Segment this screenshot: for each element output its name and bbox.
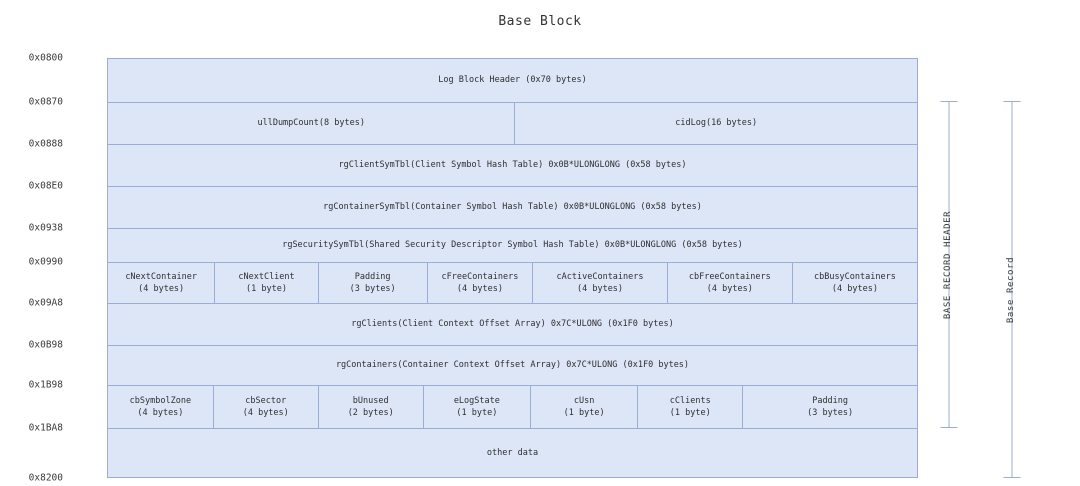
layout-row-dumpcount-cidlog: ullDumpCount(8 bytes) cidLog(16 bytes): [107, 102, 918, 144]
offset-label: 0x0888: [28, 138, 63, 150]
page-title: Base Block: [498, 14, 582, 29]
field-name: rgContainerSymTbl(Container Symbol Hash …: [323, 202, 702, 213]
offset-label: 0x0870: [28, 96, 63, 108]
field-size: (3 bytes): [807, 408, 854, 418]
layout-row-client-sym-tbl: rgClientSymTbl(Client Symbol Hash Table)…: [107, 144, 918, 186]
field-name: cNextContainer: [125, 271, 197, 282]
field-name: eLogState: [453, 395, 500, 406]
offset-label: 0x09A8: [28, 297, 63, 309]
layout-row-container-sym-tbl: rgContainerSymTbl(Container Symbol Hash …: [107, 186, 918, 228]
field-name: cActiveContainers: [556, 271, 644, 282]
offset-label: 0x0938: [28, 222, 63, 234]
field-cell: rgContainerSymTbl(Container Symbol Hash …: [108, 187, 917, 228]
field-cell: cNextClient (1 byte): [214, 263, 317, 303]
field-name: ullDumpCount(8 bytes): [257, 118, 365, 129]
offset-label: 0x0800: [28, 52, 63, 64]
field-cell: Log Block Header (0x70 bytes): [108, 59, 917, 102]
bracket-label: BASE RECORD HEADER: [943, 210, 954, 319]
field-cell: cClients (1 byte): [637, 386, 742, 428]
field-size: (3 bytes): [349, 284, 396, 294]
bracket-tick-top: [1003, 101, 1020, 102]
field-cell: cActiveContainers (4 bytes): [532, 263, 666, 303]
field-size: (2 bytes): [347, 408, 394, 418]
field-cell: cNextContainer (4 bytes): [108, 263, 214, 303]
bracket-base-record-header: [940, 101, 957, 428]
field-name: bUnused: [352, 395, 389, 406]
offset-label: 0x1B98: [28, 379, 63, 391]
layout-row-state-row: cbSymbolZone (4 bytes) cbSector (4 bytes) bU…: [107, 385, 918, 428]
field-cell: other data: [108, 429, 917, 477]
field-size: (4 bytes): [456, 284, 503, 294]
field-name: cUsn: [573, 395, 595, 406]
field-name: rgClients(Client Context Offset Array) 0…: [351, 319, 674, 330]
layout-row-rg-containers: rgContainers(Container Context Offset Ar…: [107, 345, 918, 385]
field-cell: cbSymbolZone (4 bytes): [108, 386, 213, 428]
field-name: Padding: [354, 271, 391, 282]
field-name: cbBusyContainers: [813, 271, 896, 282]
memory-layout-block: Log Block Header (0x70 bytes) ullDumpCoun…: [107, 58, 918, 478]
field-name: cNextClient: [238, 271, 295, 282]
field-name: cbSector: [245, 395, 287, 406]
field-size: (1 byte): [669, 408, 711, 418]
offset-label: 0x08E0: [28, 180, 63, 192]
field-size: (1 byte): [456, 408, 498, 418]
field-cell: rgClientSymTbl(Client Symbol Hash Table)…: [108, 145, 917, 186]
field-cell: ullDumpCount(8 bytes): [108, 103, 514, 144]
offset-label: 0x0B98: [28, 339, 63, 351]
bracket-tick-top: [940, 101, 957, 102]
field-name: cFreeContainers: [441, 271, 519, 282]
field-name: Padding: [812, 395, 849, 406]
layout-row-other-data: other data: [107, 428, 918, 478]
field-cell: eLogState (1 byte): [422, 386, 530, 428]
field-cell: cbBusyContainers (4 bytes): [791, 263, 917, 303]
bracket-tick-bottom: [1003, 477, 1020, 478]
layout-row-rg-clients: rgClients(Client Context Offset Array) 0…: [107, 303, 918, 345]
offset-label: 0x8200: [28, 472, 63, 484]
field-name: rgClientSymTbl(Client Symbol Hash Table)…: [338, 160, 687, 171]
bracket-label: Base Record: [1006, 256, 1017, 323]
layout-row-counters-row: cNextContainer (4 bytes) cNextClient (1 byt…: [107, 262, 918, 303]
bracket-base-record: [1003, 101, 1020, 478]
offset-ruler: 0x0800 0x0870 0x0888 0x08E0 0x0938 0x0990 0x09…: [0, 0, 107, 486]
field-cell: Padding (3 bytes): [742, 386, 917, 428]
field-size: (1 byte): [563, 408, 605, 418]
field-size: (1 byte): [246, 284, 287, 294]
field-cell: cUsn (1 byte): [530, 386, 637, 428]
field-name: other data: [486, 447, 539, 458]
bracket-tick-bottom: [940, 427, 957, 428]
field-name: cidLog(16 bytes): [675, 118, 758, 129]
field-cell: rgClients(Client Context Offset Array) 0…: [108, 304, 917, 345]
layout-row-log-block-header: Log Block Header (0x70 bytes): [107, 58, 918, 102]
field-cell: Padding (3 bytes): [317, 263, 427, 303]
field-name: cClients: [669, 395, 711, 406]
field-cell: rgContainers(Container Context Offset Ar…: [108, 346, 917, 385]
field-cell: cFreeContainers (4 bytes): [426, 263, 533, 303]
layout-row-security-sym-tbl: rgSecuritySymTbl(Shared Security Descrip…: [107, 228, 918, 262]
field-name: rgSecuritySymTbl(Shared Security Descrip…: [282, 240, 743, 251]
field-size: (4 bytes): [706, 284, 753, 294]
field-size: (4 bytes): [576, 284, 624, 294]
field-name: cbSymbolZone: [129, 395, 192, 406]
field-cell: rgSecuritySymTbl(Shared Security Descrip…: [108, 229, 917, 262]
bracket-spine: [948, 101, 949, 428]
field-size: (4 bytes): [242, 408, 289, 418]
field-cell: cbSector (4 bytes): [212, 386, 318, 428]
field-cell: cbFreeContainers (4 bytes): [666, 263, 792, 303]
field-name: cbFreeContainers: [688, 271, 771, 282]
field-cell: cidLog(16 bytes): [514, 103, 917, 144]
field-size: (4 bytes): [137, 408, 184, 418]
field-cell: bUnused (2 bytes): [317, 386, 423, 428]
bracket-spine: [1011, 101, 1012, 478]
field-size: (4 bytes): [831, 284, 878, 294]
field-size: (4 bytes): [138, 284, 185, 294]
offset-label: 0x1BA8: [28, 422, 63, 434]
offset-label: 0x0990: [28, 256, 63, 268]
field-name: rgContainers(Container Context Offset Ar…: [335, 360, 690, 371]
field-name: Log Block Header (0x70 bytes): [438, 75, 587, 86]
